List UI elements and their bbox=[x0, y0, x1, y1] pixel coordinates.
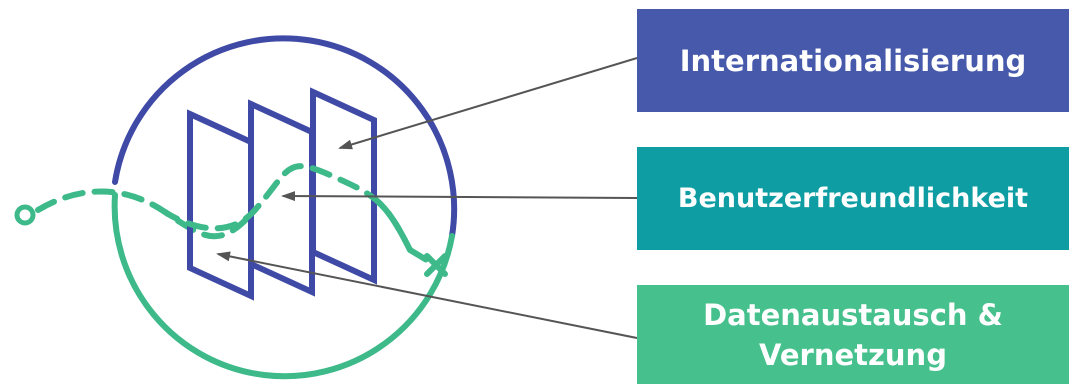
panel-back bbox=[310, 87, 377, 285]
arrow-internationalisierung bbox=[338, 57, 638, 150]
internationalisierung-box: Internationalisierung bbox=[637, 9, 1069, 112]
datenaustausch-box: Datenaustausch & Vernetzung bbox=[637, 285, 1069, 384]
start-circle-icon bbox=[14, 204, 36, 226]
benutzerfreundlichkeit-label: Benutzerfreundlichkeit bbox=[677, 183, 1029, 214]
logo-circle-green-arc bbox=[111, 192, 455, 380]
internationalisierung-label: Internationalisierung bbox=[679, 43, 1027, 78]
dashed-path-front bbox=[162, 163, 413, 253]
arrow-benutzerfreundlichkeit bbox=[281, 191, 638, 202]
arrow-datenaustausch bbox=[216, 251, 638, 339]
panel-middle bbox=[248, 99, 315, 297]
logo-circle-blue-arc bbox=[112, 35, 458, 239]
datenaustausch-label-line1: Datenaustausch & bbox=[703, 297, 1003, 332]
datenaustausch-label-line2: Vernetzung bbox=[759, 337, 947, 372]
panel-front bbox=[187, 109, 254, 301]
benutzerfreundlichkeit-box: Benutzerfreundlichkeit bbox=[637, 147, 1069, 250]
end-x-icon bbox=[424, 253, 448, 277]
